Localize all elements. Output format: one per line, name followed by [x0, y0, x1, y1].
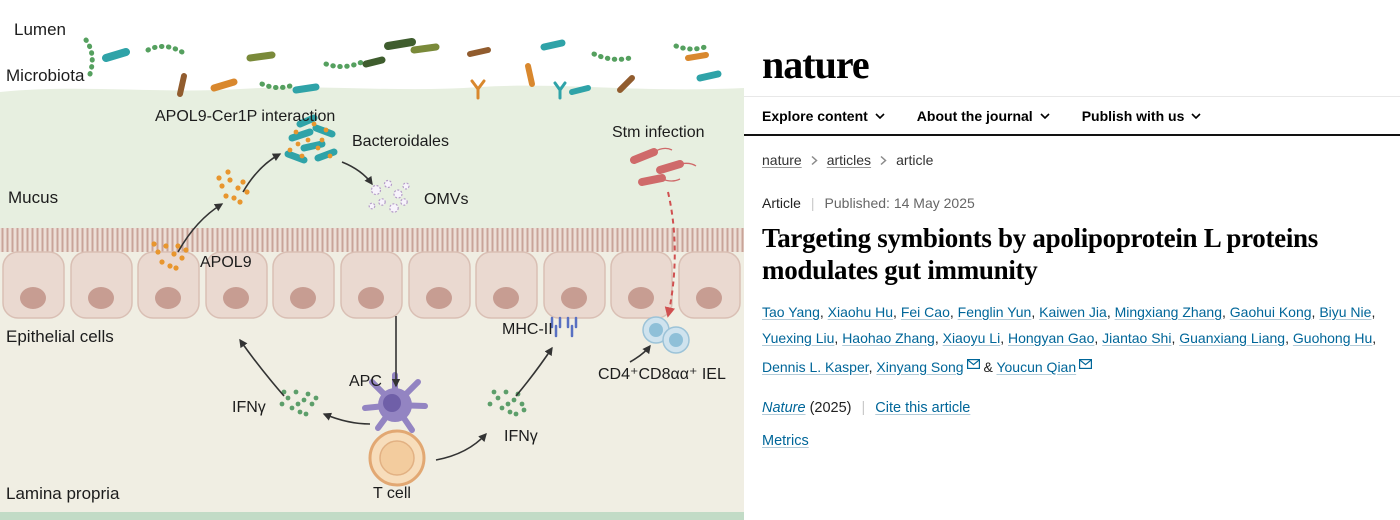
apol9-dots	[151, 169, 250, 271]
stm-infection-arrow	[664, 191, 676, 318]
label-ifng-right: IFNγ	[504, 428, 538, 445]
email-icon[interactable]	[966, 352, 980, 378]
nav-label: Explore content	[762, 108, 868, 124]
author-link[interactable]: Kaiwen Jia	[1039, 303, 1107, 320]
meta-divider: |	[810, 195, 815, 211]
chevron-down-icon	[1040, 113, 1050, 119]
iel-cells	[642, 316, 690, 354]
bottom-strip	[0, 512, 744, 520]
label-ifng-left: IFNγ	[232, 399, 266, 416]
nav-label: Publish with us	[1081, 108, 1185, 124]
article-title: Targeting symbionts by apolipoprotein L …	[762, 223, 1318, 286]
mhc2-icons	[550, 316, 578, 338]
cite-divider: |	[861, 400, 866, 417]
chevron-down-icon	[875, 113, 885, 119]
apc-cell	[362, 372, 428, 433]
journal-year: (2025)	[809, 400, 852, 417]
masthead: nature	[744, 0, 1400, 86]
main-nav: Explore content About the journal Publis…	[744, 97, 1400, 134]
label-apc: APC	[349, 373, 382, 390]
author-link[interactable]: Hongyan Gao	[1007, 329, 1095, 346]
author-link[interactable]: Guanxiang Liang	[1179, 329, 1286, 346]
mucus-layer	[0, 85, 744, 229]
author-link[interactable]: Dennis L. Kasper	[762, 358, 869, 375]
bacteroidales-cluster	[284, 114, 338, 164]
header-divider	[744, 134, 1400, 136]
author-link[interactable]: Xiaoyu Li	[942, 329, 1001, 346]
author-link[interactable]: Guohong Hu	[1292, 329, 1373, 346]
epithelial-layer	[2, 251, 741, 319]
label-apol9-cer1p: APOL9-Cer1P interaction	[155, 108, 336, 125]
email-icon[interactable]	[1079, 352, 1093, 378]
figure-arrows	[177, 153, 651, 461]
nav-explore-content[interactable]: Explore content	[762, 108, 885, 124]
ifng-dots-left	[279, 389, 319, 417]
cite-row: Nature (2025) | Cite this article	[762, 400, 1382, 416]
chevron-right-icon	[811, 155, 818, 165]
breadcrumb-articles[interactable]: articles	[826, 152, 872, 168]
journal-link[interactable]: Nature	[762, 400, 806, 417]
cite-this-article-link[interactable]: Cite this article	[875, 400, 971, 417]
label-epithelial-cells: Epithelial cells	[6, 327, 114, 346]
author-link[interactable]: Fei Cao	[900, 303, 950, 320]
nav-publish-with-us[interactable]: Publish with us	[1082, 108, 1202, 124]
label-mucus: Mucus	[8, 188, 59, 207]
microbiota-band	[83, 37, 722, 100]
author-link[interactable]: Tao Yang	[762, 303, 820, 320]
label-stm-infection: Stm infection	[612, 124, 705, 141]
article-meta: Article | Published: 14 May 2025	[762, 195, 1382, 211]
author-link[interactable]: Youcun Qian	[996, 358, 1077, 375]
stm-bacteria	[630, 147, 697, 186]
author-link[interactable]: Xinyang Song	[876, 358, 964, 375]
label-lumen: Lumen	[14, 20, 66, 39]
label-lamina-propria: Lamina propria	[6, 484, 120, 503]
author-link[interactable]: Haohao Zhang	[842, 329, 935, 346]
label-cd4-iel: CD4⁺CD8αα⁺ IEL	[598, 366, 726, 383]
nav-about-the-journal[interactable]: About the journal	[917, 108, 1050, 124]
label-microbiota: Microbiota	[6, 66, 85, 85]
ifng-dots-right	[487, 389, 527, 417]
chevron-right-icon	[880, 155, 887, 165]
nature-logo[interactable]: nature	[762, 42, 870, 87]
omv-cluster	[368, 179, 410, 213]
figure-panel: Lumen Microbiota Mucus Epithelial cells …	[0, 20, 744, 520]
label-omvs: OMVs	[424, 191, 469, 208]
author-link[interactable]: Gaohui Kong	[1229, 303, 1312, 320]
author-list: Tao Yang, Xiaohu Hu, Fei Cao, Fenglin Yu…	[762, 300, 1382, 381]
metrics-row: Metrics	[762, 433, 1382, 449]
nav-label: About the journal	[916, 108, 1033, 124]
author-link[interactable]: Mingxiang Zhang	[1114, 303, 1223, 320]
label-apol9: APOL9	[200, 254, 252, 271]
published-date: Published: 14 May 2025	[824, 195, 975, 211]
t-cell	[368, 429, 426, 487]
article-content: nature articles article Article | Publis…	[744, 136, 1400, 449]
label-mhc2: MHC-II	[502, 321, 553, 338]
logo-divider	[744, 96, 1400, 97]
author-link[interactable]: Jiantao Shi	[1102, 329, 1172, 346]
breadcrumb-nature[interactable]: nature	[762, 152, 802, 168]
site-panel: nature Explore content About the journal…	[744, 0, 1400, 520]
label-t-cell: T cell	[373, 485, 411, 502]
author-link[interactable]: Xiaohu Hu	[827, 303, 894, 320]
article-type: Article	[762, 195, 801, 211]
metrics-link[interactable]: Metrics	[762, 433, 809, 450]
author-link[interactable]: Yuexing Liu	[762, 329, 835, 346]
label-bacteroidales: Bacteroidales	[352, 133, 449, 150]
breadcrumb: nature articles article	[762, 152, 1382, 168]
chevron-down-icon	[1191, 113, 1201, 119]
gut-immunity-figure	[0, 37, 744, 520]
author-link[interactable]: Biyu Nie	[1319, 303, 1372, 320]
author-link[interactable]: Fenglin Yun	[957, 303, 1032, 320]
breadcrumb-article: article	[896, 152, 934, 168]
brush-border	[0, 228, 744, 252]
